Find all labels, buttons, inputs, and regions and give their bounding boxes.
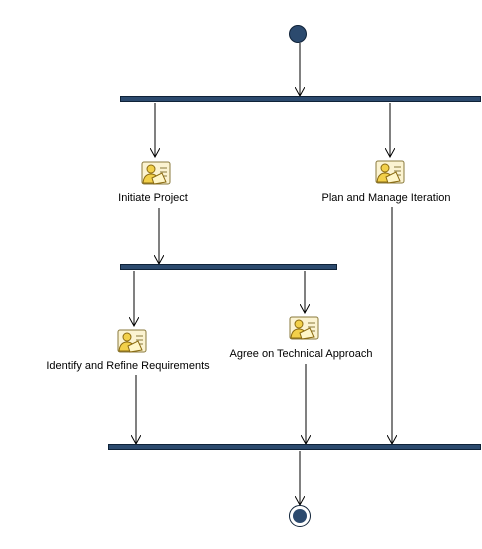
activity-label-agree-on-technical-approach: Agree on Technical Approach <box>229 348 373 360</box>
activity-label-initiate-project: Initiate Project <box>118 192 188 204</box>
initial-node[interactable] <box>289 25 307 43</box>
task-icon[interactable] <box>288 315 320 341</box>
activity-label-plan-and-manage-iteration: Plan and Manage Iteration <box>321 192 451 204</box>
activity-label-identify-and-refine-requirements: Identify and Refine Requirements <box>46 360 210 372</box>
final-node[interactable] <box>289 505 311 527</box>
task-icon[interactable] <box>374 159 406 185</box>
task-icon[interactable] <box>116 328 148 354</box>
join-bar-bottom[interactable] <box>108 444 481 450</box>
fork-bar-top[interactable] <box>120 96 481 102</box>
final-node-core <box>293 509 307 523</box>
fork-bar-middle[interactable] <box>120 264 337 270</box>
task-icon[interactable] <box>140 160 172 186</box>
